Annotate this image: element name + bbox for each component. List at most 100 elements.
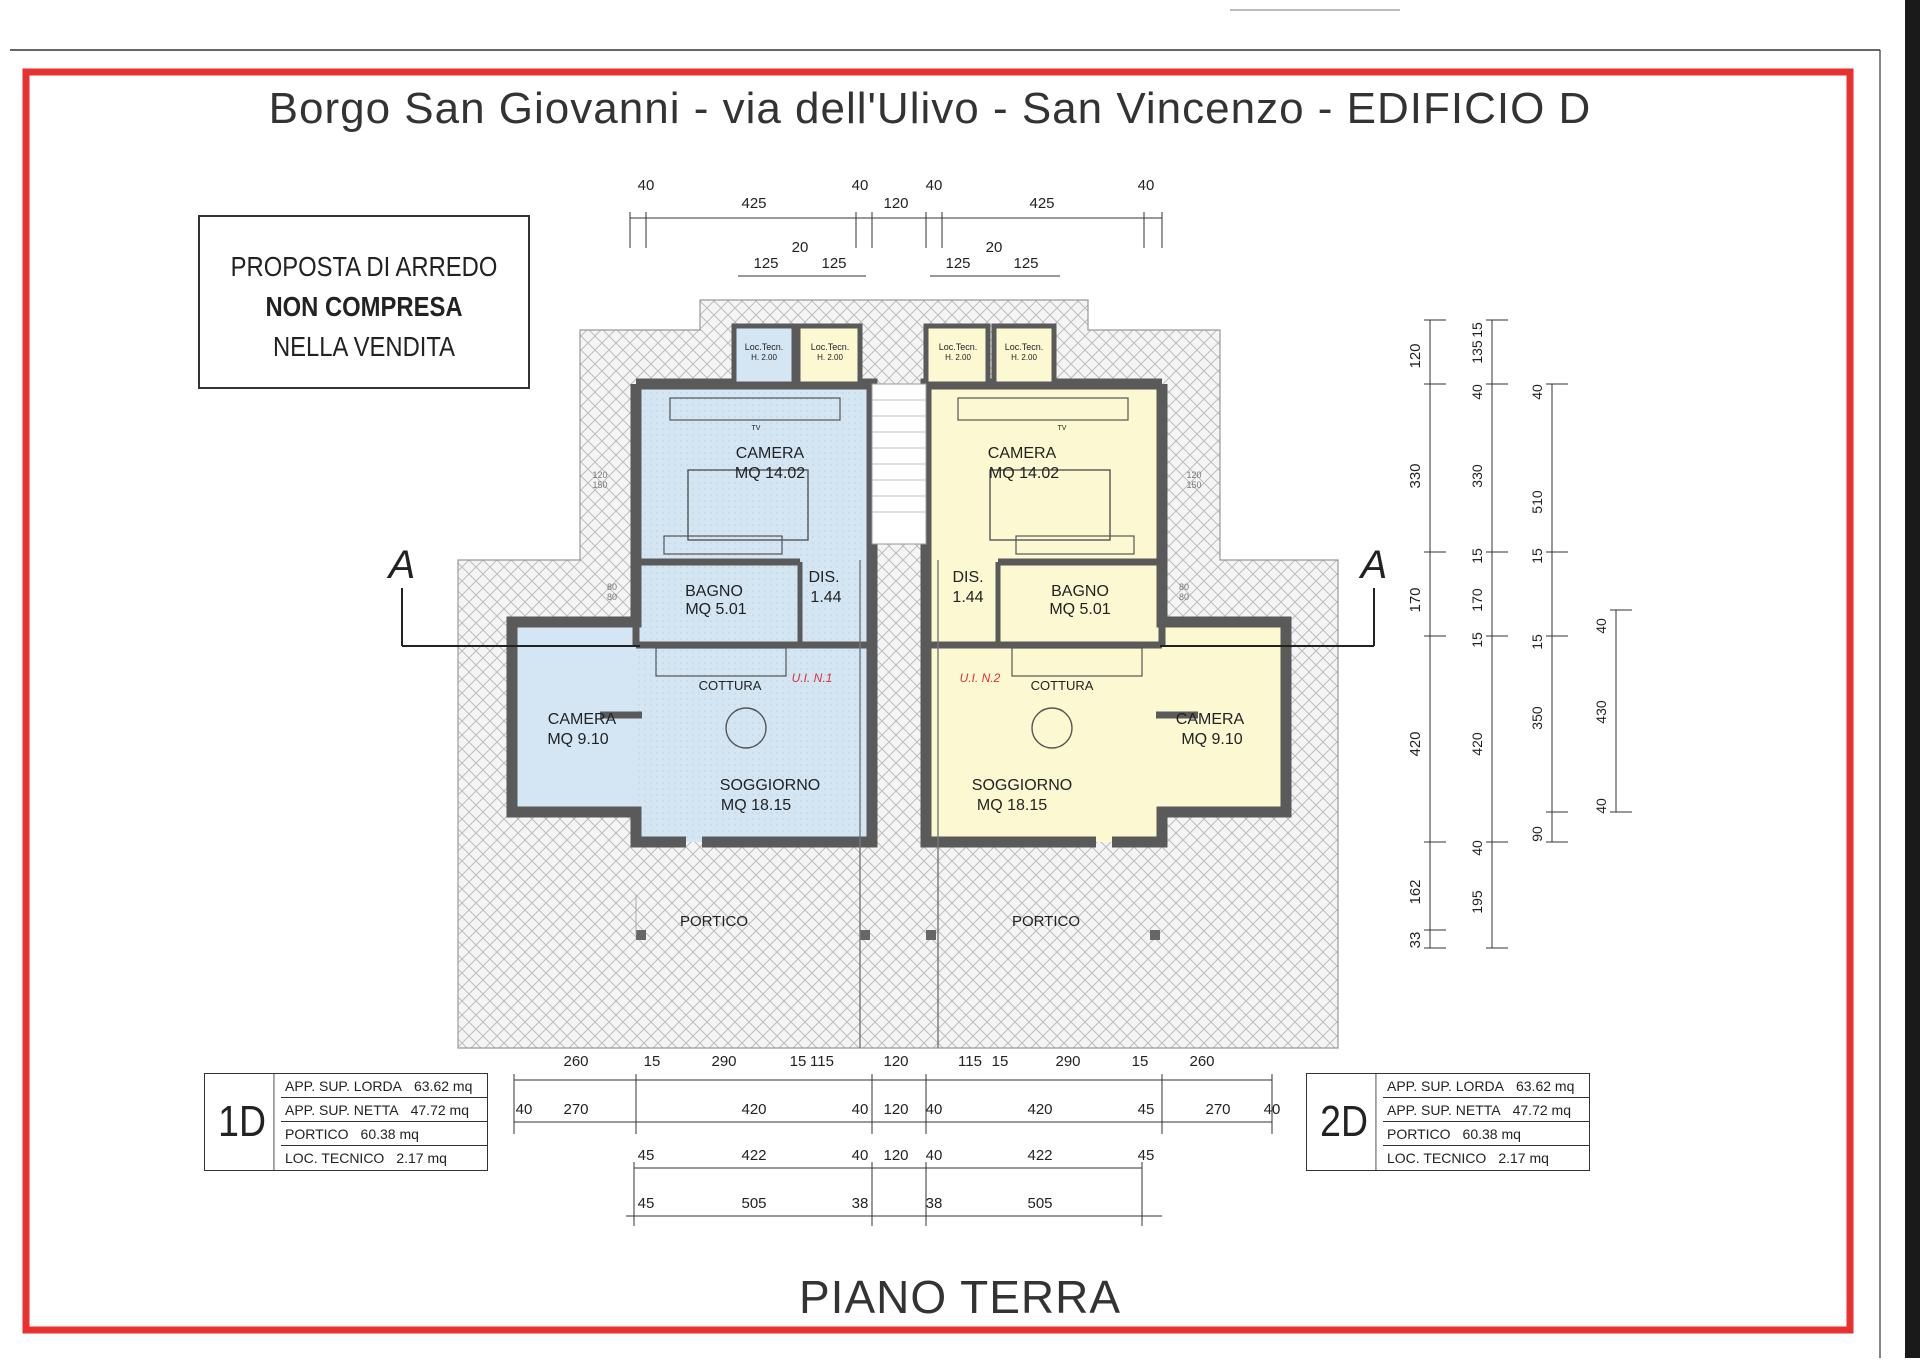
room-label: Loc.Tecn. (1005, 342, 1044, 352)
notice-line-3: NELLA VENDITA (272, 331, 456, 362)
furniture-notice: PROPOSTA DI ARREDO NON COMPRESA NELLA VE… (198, 215, 530, 389)
dimension-right: 15 (1469, 322, 1485, 338)
room-label: COTTURA (699, 678, 762, 693)
row-value: 47.72 mq (410, 1102, 469, 1118)
dimension-top: 40 (852, 177, 869, 194)
dimension-bottom: 120 (883, 1147, 908, 1164)
room-label: Loc.Tecn. (939, 342, 978, 352)
window-note: 80 (607, 582, 617, 592)
row-value: 63.62 mq (413, 1078, 473, 1094)
dimension-bottom: 290 (711, 1053, 736, 1070)
window-note: 120 (592, 470, 607, 480)
dimension-right: 33 (1407, 932, 1424, 949)
row-value: 63.62 mq (1515, 1078, 1575, 1094)
dimension-bottom: 422 (1027, 1147, 1052, 1164)
dimension-bottom: 115 (810, 1053, 834, 1070)
dimension-bottom: 15 (992, 1053, 1009, 1070)
row-value: 47.72 mq (1512, 1102, 1571, 1118)
dimension-bottom: 505 (741, 1195, 766, 1212)
dimension-bottom: 40 (516, 1101, 533, 1118)
room-area: 1.44 (810, 589, 841, 606)
scan-right-edge (1905, 0, 1920, 1358)
room-label: PORTICO (680, 913, 748, 930)
room-label: H. 2.00 (817, 353, 843, 362)
floor-label: PIANO TERRA (799, 1271, 1121, 1323)
dimension-right: 135 (1469, 340, 1485, 364)
dimension-bottom: 120 (883, 1101, 908, 1118)
dimension-right: 420 (1469, 732, 1485, 756)
dimension-bottom: 40 (926, 1147, 943, 1164)
row-label: LOC. TECNICO (285, 1150, 385, 1166)
dimension-bottom: 38 (926, 1195, 943, 1212)
dimension-bottom: 270 (1205, 1101, 1230, 1118)
room-label: DIS. (952, 569, 983, 586)
section-line-a (401, 588, 1375, 647)
dimension-right: 40 (1593, 618, 1609, 634)
dimension-bottom: 40 (1264, 1101, 1281, 1118)
window-note: 80 (607, 592, 617, 602)
row-value: 60.38 mq (360, 1126, 419, 1142)
room-label: H. 2.00 (1011, 353, 1037, 362)
room-area: MQ 18.15 (721, 797, 791, 814)
dimension-bottom: 15 (644, 1053, 661, 1070)
unit-1-plan (506, 323, 878, 940)
room-label: BAGNO (685, 583, 743, 600)
dimension-top: 425 (1029, 195, 1054, 212)
room-label: H. 2.00 (945, 353, 971, 362)
dimension-right: 330 (1407, 463, 1424, 488)
window-note: 120 (1186, 470, 1201, 480)
dimension-right: 40 (1469, 384, 1485, 400)
dimension-top: 40 (1138, 177, 1155, 194)
dimension-right: 170 (1407, 587, 1424, 612)
dimension-bottom: 40 (926, 1101, 943, 1118)
dimension-bottom: 422 (741, 1147, 766, 1164)
dimension-right: 15 (1529, 548, 1545, 564)
section-marker-left: A (387, 543, 416, 587)
notice-line-1: PROPOSTA DI ARREDO (230, 251, 498, 282)
dimension-right: 170 (1469, 588, 1485, 612)
dimension-bottom: 40 (852, 1147, 869, 1164)
room-area: MQ 9.10 (1181, 731, 1242, 748)
room-label: BAGNO (1051, 583, 1109, 600)
notice-line-2: NON COMPRESA (265, 291, 463, 322)
row-label: APP. SUP. LORDA (1387, 1078, 1504, 1094)
dimension-top: 425 (741, 195, 766, 212)
dimension-right: 15 (1469, 548, 1485, 564)
dimension-bottom: 38 (852, 1195, 869, 1212)
section-marker-right: A (1359, 543, 1388, 587)
unit-1-row-loc: LOC. TECNICO 2.17 mq (281, 1146, 487, 1170)
dimension-bottom: 15 (1132, 1053, 1149, 1070)
dimension-bottom: 270 (563, 1101, 588, 1118)
dimension-right: 430 (1593, 700, 1609, 724)
dimension-bottom: 260 (1189, 1053, 1214, 1070)
dimension-top: 125 (821, 255, 846, 272)
room-area: MQ 18.15 (977, 797, 1047, 814)
dimension-bottom: 420 (1027, 1101, 1052, 1118)
row-value: 2.17 mq (396, 1150, 447, 1166)
room-label: PORTICO (1012, 913, 1080, 930)
room-label: CAMERA (548, 711, 617, 728)
room-label: TV (752, 425, 761, 432)
dimension-bottom: 420 (741, 1101, 766, 1118)
unit-2-row-lorda: APP. SUP. LORDA 63.62 mq (1383, 1074, 1589, 1098)
room-label: Loc.Tecn. (811, 342, 850, 352)
row-value: 60.38 mq (1462, 1126, 1521, 1142)
dimension-right: 350 (1529, 706, 1545, 730)
room-area: MQ 9.10 (547, 731, 608, 748)
dimension-top: 125 (753, 255, 778, 272)
window-note: 150 (592, 480, 607, 490)
row-label: PORTICO (285, 1126, 349, 1142)
room-label: CAMERA (988, 445, 1057, 462)
dimension-right: 40 (1593, 798, 1609, 814)
room-label: COTTURA (1031, 678, 1094, 693)
unit-2-plan (920, 323, 1292, 940)
dimension-right: 162 (1407, 879, 1424, 904)
